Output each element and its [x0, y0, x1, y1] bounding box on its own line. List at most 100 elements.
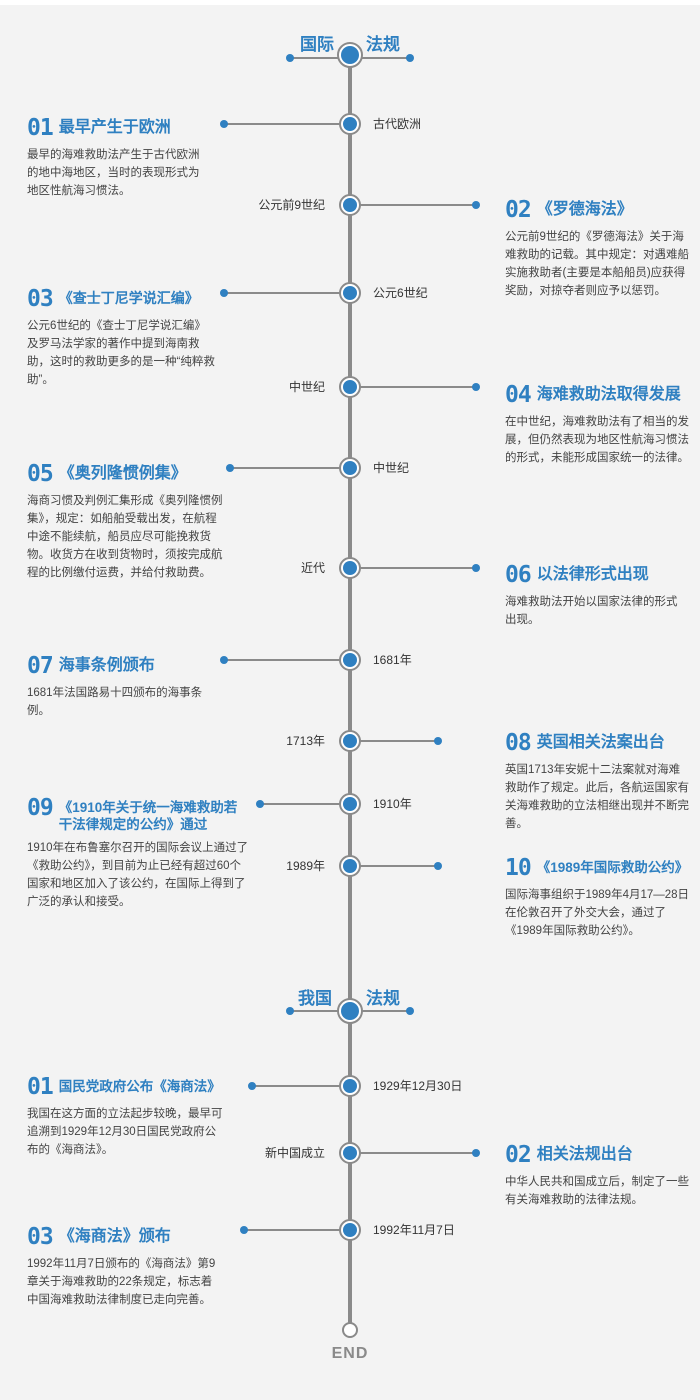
item-body: 公元前9世纪的《罗德海法》关于海难救助的记载。其中规定：对遇难船实施救助者(主要… [505, 231, 689, 297]
timeline-node [339, 557, 361, 579]
section-node-intl [337, 42, 363, 68]
item-number: 07 [27, 653, 54, 679]
timeline-node [339, 1075, 361, 1097]
item-body: 英国1713年安妮十二法案就对海难救助作了规定。此后，各航运国家有关海难救助的立… [505, 764, 689, 830]
connector-dot [434, 737, 442, 745]
period-label: 古代欧洲 [373, 117, 422, 131]
item-body: 海难救助法开始以国家法律的形式出现。 [505, 596, 678, 626]
item-number: 03 [27, 1224, 54, 1250]
timeline-node [339, 457, 361, 479]
item-number: 10 [505, 855, 532, 881]
item-body: 在中世纪，海难救助法有了相当的发展，但仍然表现为地区性航海习惯法的形式，未能形成… [505, 416, 689, 464]
intl-item-02: 02《罗德海法》 公元前9世纪的《罗德海法》关于海难救助的记载。其中规定：对遇难… [505, 198, 691, 300]
period-label: 公元6世纪 [373, 286, 428, 300]
item-number: 01 [27, 1074, 54, 1100]
item-title: 《查士丁尼学说汇编》 [58, 290, 199, 306]
item-title: 相关法规出台 [536, 1146, 633, 1163]
timeline-node [339, 376, 361, 398]
connector-dot [220, 289, 228, 297]
intl-item-03: 03《查士丁尼学说汇编》 公元6世纪的《查士丁尼学说汇编》及罗马法学家的著作中提… [27, 287, 217, 389]
section-title-intl-left: 国际 [300, 35, 334, 54]
timeline-node [339, 730, 361, 752]
connector-dot [220, 120, 228, 128]
period-label: 公元前9世纪 [258, 198, 325, 212]
section-header-dot-right [406, 54, 414, 62]
section-title-intl-right: 法规 [366, 35, 400, 54]
item-body: 海商习惯及判例汇集形成《奥列隆惯例集》，规定：如船舶受载出发，在航程中途不能续航… [27, 495, 223, 579]
item-body: 公元6世纪的《查士丁尼学说汇编》及罗马法学家的著作中提到海南救助，这时的救助更多… [27, 320, 215, 386]
period-label: 中世纪 [288, 380, 325, 394]
item-body: 国际海事组织于1989年4月17—28日在伦敦召开了外交大会，通过了《1989年… [505, 889, 690, 937]
item-number: 06 [505, 562, 532, 588]
connector-line [224, 659, 350, 661]
item-title: 《奥列隆惯例集》 [58, 465, 187, 482]
timeline-node [339, 1219, 361, 1241]
timeline-node [339, 282, 361, 304]
item-number: 04 [505, 382, 532, 408]
connector-line [252, 1085, 350, 1087]
section-title-domestic-left: 我国 [298, 989, 332, 1008]
item-body: 我国在这方面的立法起步较晚，最早可追溯到1929年12月30日国民党政府公布的《… [27, 1108, 223, 1156]
timeline-end-node [342, 1322, 358, 1338]
connector-line [350, 567, 476, 569]
item-number: 02 [505, 1142, 532, 1168]
section-title-domestic-right: 法规 [366, 989, 400, 1008]
domestic-item-01: 01 国民党政府公布《海商法》 我国在这方面的立法起步较晚，最早可追溯到1929年… [27, 1075, 227, 1159]
top-strip [0, 0, 700, 5]
timeline-node [339, 649, 361, 671]
section-header-dot-left [286, 1007, 294, 1015]
intl-item-05: 05《奥列隆惯例集》 海商习惯及判例汇集形成《奥列隆惯例集》，规定：如船舶受载出… [27, 462, 227, 582]
item-body: 最早的海难救助法产生于古代欧洲的地中海地区，当时的表现形式为地区性航海习惯法。 [27, 149, 200, 197]
period-label: 中世纪 [373, 461, 410, 475]
item-number: 09 [27, 795, 54, 821]
connector-line [350, 865, 438, 867]
period-label: 1713年 [286, 734, 325, 748]
connector-dot [240, 1226, 248, 1234]
item-number: 08 [505, 730, 532, 756]
item-title: 英国相关法案出台 [536, 734, 665, 751]
connector-dot [472, 383, 480, 391]
timeline-node [339, 194, 361, 216]
timeline-node [339, 793, 361, 815]
connector-dot [248, 1082, 256, 1090]
connector-line [224, 292, 350, 294]
connector-dot [220, 656, 228, 664]
section-header-dot-right [406, 1007, 414, 1015]
item-title: 国民党政府公布《海商法》 [58, 1079, 221, 1094]
item-title: 海难救助法取得发展 [536, 386, 681, 403]
item-title: 《1910年关于统一海难救助若干法律规定的公约》通过 [58, 800, 238, 832]
period-label: 1989年 [286, 859, 325, 873]
domestic-item-03: 03《海商法》颁布 1992年11月7日颁布的《海商法》第9章关于海难救助的22… [27, 1225, 222, 1309]
connector-line [230, 467, 350, 469]
connector-line [350, 204, 476, 206]
intl-item-10: 10《1989年国际救助公约》 国际海事组织于1989年4月17—28日在伦敦召… [505, 856, 695, 940]
item-title: 海事条例颁布 [58, 657, 155, 674]
connector-line [224, 123, 350, 125]
connector-line [350, 386, 476, 388]
section-header-dot-left [286, 54, 294, 62]
item-body: 1992年11月7日颁布的《海商法》第9章关于海难救助的22条规定，标志着中国海… [27, 1258, 216, 1306]
period-label: 1910年 [373, 797, 412, 811]
timeline-node [339, 113, 361, 135]
item-title: 最早产生于欧洲 [58, 119, 171, 136]
connector-line [260, 803, 350, 805]
period-label: 1929年12月30日 [373, 1079, 463, 1093]
item-number: 05 [27, 461, 54, 487]
item-title: 以法律形式出现 [536, 566, 649, 583]
timeline-node [339, 1142, 361, 1164]
connector-line [350, 740, 438, 742]
connector-line [244, 1229, 350, 1231]
timeline-node [339, 855, 361, 877]
item-number: 01 [27, 115, 54, 141]
connector-dot [472, 201, 480, 209]
section-node-domestic [337, 998, 363, 1024]
connector-line [350, 1152, 476, 1154]
item-body: 1681年法国路易十四颁布的海事条例。 [27, 687, 203, 717]
item-body: 中华人民共和国成立后，制定了一些有关海难救助的法律法规。 [505, 1176, 689, 1206]
item-title: 《罗德海法》 [536, 201, 633, 218]
